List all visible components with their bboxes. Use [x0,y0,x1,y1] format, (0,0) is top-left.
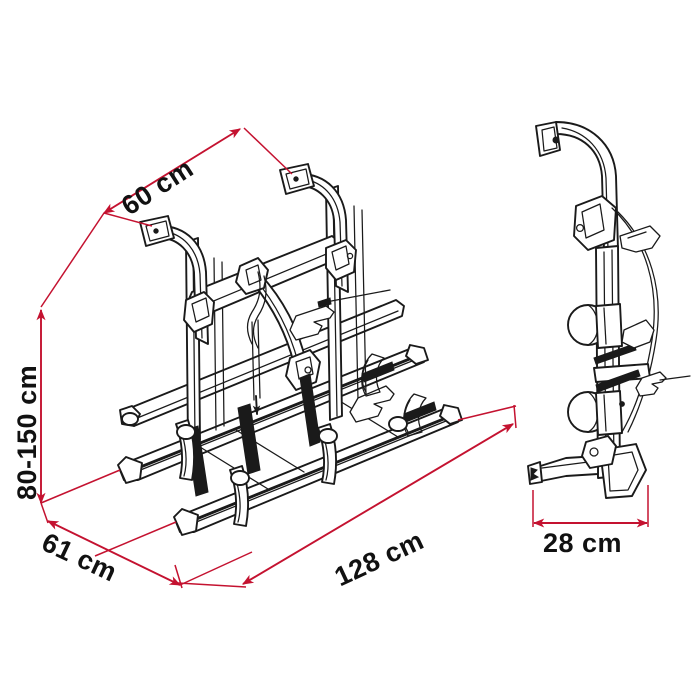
hanging-strap-left-b [257,319,261,399]
arm-joint-right [325,239,357,281]
tie-wire [325,289,391,303]
accessory-hook-1 [289,305,335,341]
dimension-label-28cm: 28 cm [543,528,623,558]
wheel-strap-1 [361,353,395,397]
side-wire [659,375,691,381]
strap-upper-b [252,275,267,349]
leg-joint-2 [230,470,250,486]
dimension-128cm [177,404,517,588]
dim-line-128 [242,423,514,585]
ext-line-128-tick-a [177,582,247,588]
ext-line-60-left [103,212,153,227]
side-upper-clamp [573,195,617,251]
ext-line-128-b [457,405,517,421]
dim-line-60 [103,128,241,214]
ext-line-128-a [179,551,253,586]
dimension-60cm [103,127,293,227]
side-lower-pivot [581,435,617,469]
leg-joint-1 [176,424,196,440]
side-rail-section-upper [567,303,623,349]
side-upper-strap [593,343,637,365]
side-right-bracket [621,319,655,349]
side-view-bike-carrier [527,121,691,499]
ext-line-height-top [40,212,105,308]
rail-tip-rear [405,344,429,365]
ext-line-61-a [40,469,121,504]
strap-direction-arrow [252,395,261,415]
strap-upper [246,271,261,345]
arm-joint-left [183,291,215,333]
side-lever [635,371,667,397]
rail-end-cap-rear [117,456,143,484]
accessory-hook-2 [349,385,395,423]
side-bolt [619,401,625,407]
dim-line-61 [46,520,182,586]
dimension-label-80-150cm: 80-150 cm [12,364,42,500]
side-rail-section-lower [567,390,623,436]
rail-joint-right [388,416,408,432]
dimension-80-150cm [36,212,105,505]
tie-wire-tip [317,297,332,308]
leg-joint-3 [318,428,338,444]
side-pad-bolt [552,136,560,144]
ext-line-128-tick-b [513,404,517,429]
ext-line-60-right [243,127,293,175]
side-bottom-cap-detail [530,467,540,481]
ext-line-61-tick-a [40,502,49,524]
side-mid-strap [595,369,641,393]
frame-clamp-lower [285,349,321,391]
side-hook-bracket [619,225,661,253]
tension-rod-right [353,205,359,401]
side-bottom-end-cap [527,461,543,485]
support-bar-end [121,412,139,426]
rail-tip-front [439,404,463,425]
hanging-strap-left [251,321,255,401]
dimension-28cm [532,485,649,528]
